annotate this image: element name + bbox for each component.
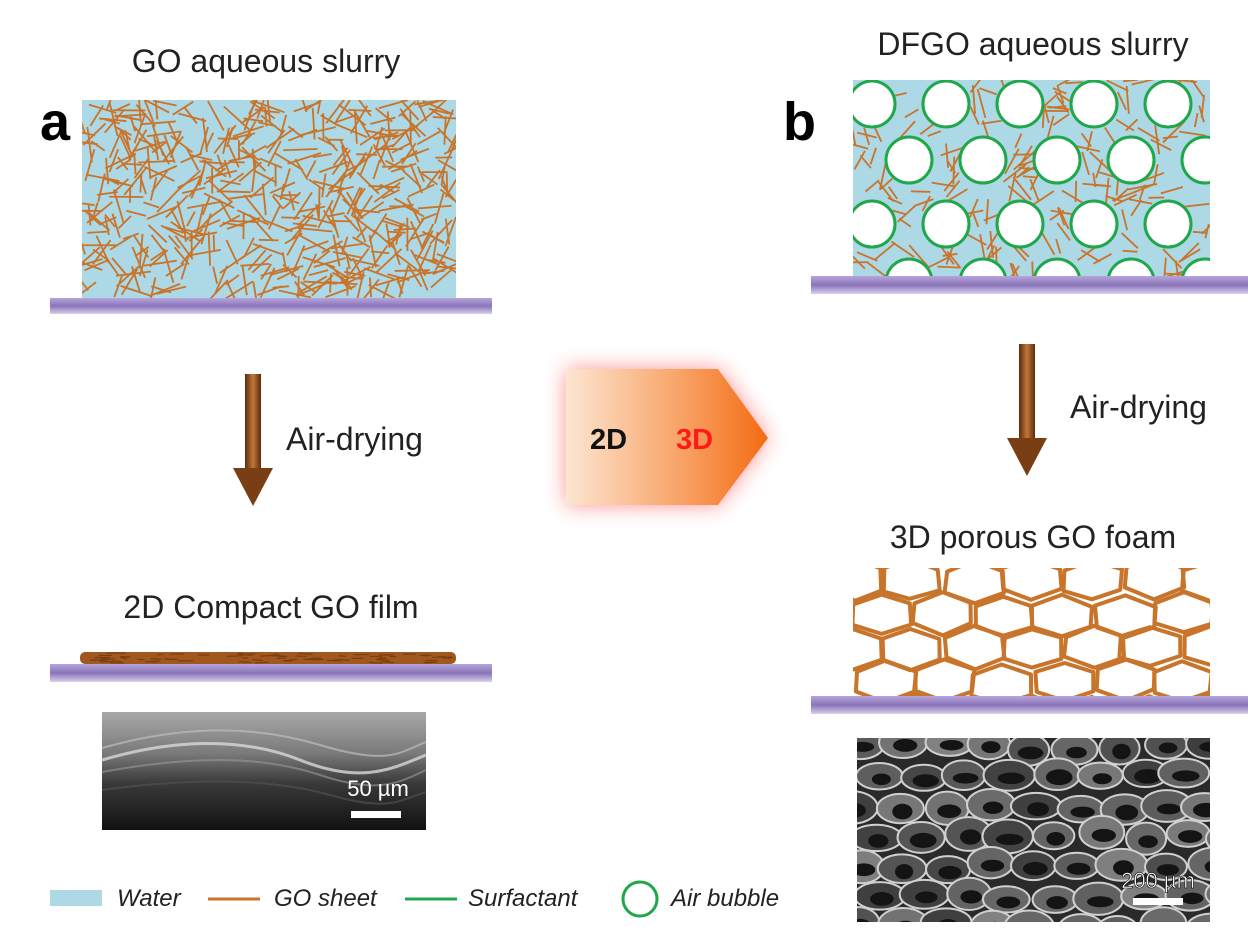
- panel-a-step-label: Air-drying: [286, 421, 423, 457]
- go-sheets-b: [853, 80, 1210, 276]
- go-sheets-a: [82, 100, 456, 298]
- scale-label-b: 200 µm: [1121, 868, 1195, 893]
- compact-film-texture: [90, 652, 454, 664]
- panel-b-top-title: DFGO aqueous slurry: [877, 26, 1188, 62]
- legend-water-swatch: [50, 890, 102, 906]
- scale-bar-a: [351, 811, 401, 818]
- substrate-a-bottom: [50, 664, 492, 682]
- panel-a-letter: a: [40, 92, 71, 152]
- dfgo-slurry-content: [853, 80, 1210, 276]
- arrow-head-a: [233, 468, 273, 506]
- legend: Water GO sheet Surfactant Air bubble: [50, 880, 779, 918]
- legend-water-label: Water: [117, 885, 182, 912]
- sem-image-film: 50 µm: [101, 712, 427, 830]
- transition-arrow: 2D 3D: [566, 369, 768, 505]
- legend-air-bubble-label: Air bubble: [669, 885, 779, 912]
- panel-b-step-label: Air-drying: [1070, 389, 1207, 425]
- arrow-down-a: [245, 374, 261, 470]
- substrate-a-top: [50, 298, 492, 314]
- porous-go-foam: [853, 568, 1210, 696]
- legend-surfactant-label: Surfactant: [468, 885, 579, 912]
- scale-label-a: 50 µm: [347, 776, 409, 801]
- legend-go-sheet-label: GO sheet: [274, 885, 378, 912]
- arrow-head-b: [1007, 438, 1047, 476]
- air-bubbles-b: [853, 80, 1210, 276]
- substrate-b-top: [811, 276, 1248, 294]
- foam-cell-walls: [853, 568, 1210, 696]
- scale-bar-b: [1133, 898, 1183, 905]
- panel-a-bottom-title: 2D Compact GO film: [123, 589, 418, 625]
- legend-air-bubble-swatch: [621, 880, 659, 918]
- panel-b-letter: b: [783, 92, 816, 152]
- panel-b-bottom-title: 3D porous GO foam: [890, 519, 1176, 555]
- transition-from-label: 2D: [590, 424, 627, 456]
- sem-image-foam: 200 µm: [857, 738, 1210, 922]
- substrate-b-bottom: [811, 696, 1248, 714]
- arrow-down-b: [1019, 344, 1035, 440]
- transition-to-label: 3D: [676, 424, 713, 456]
- panel-a-top-title: GO aqueous slurry: [132, 43, 401, 79]
